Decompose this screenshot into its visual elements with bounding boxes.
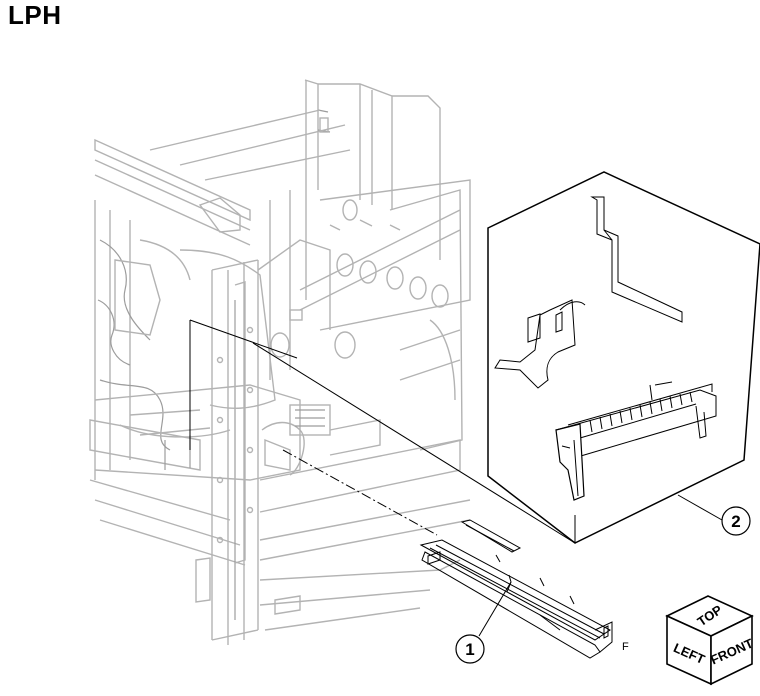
part-marker-f: F [622,641,629,653]
callout-1: 1 [455,581,512,664]
orientation-cube-icon: TOP LEFT FRONT [665,595,755,686]
printer-frame-illustration [89,79,471,645]
callout-2-number: 2 [731,512,740,531]
page-title: LPH [8,0,62,30]
callout-2: 2 [677,494,751,536]
callout-1-number: 1 [465,640,474,659]
lph-assembly-part-1 [419,519,613,659]
detail-inset-part-2 [487,171,760,544]
